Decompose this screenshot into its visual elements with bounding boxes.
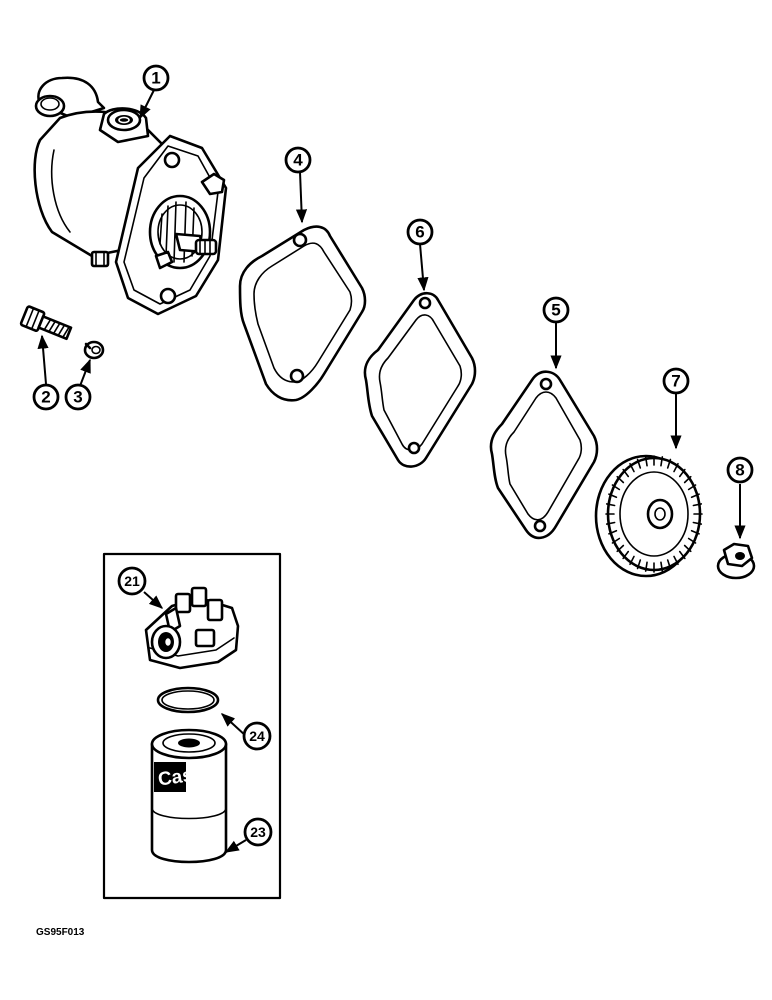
callout-7: 7 (662, 367, 690, 395)
gear-tooth (683, 475, 692, 484)
gear-tooth (611, 537, 621, 544)
gear-tooth (616, 475, 625, 484)
gear-tooth (629, 462, 635, 473)
gear-tooth (683, 544, 692, 553)
gear-tooth (666, 458, 672, 469)
gear-tooth (673, 462, 679, 473)
svg-text:1: 1 (151, 69, 160, 88)
gasket-large (238, 225, 367, 402)
callout-2: 2 (32, 383, 60, 411)
drive-gear (594, 454, 703, 578)
callout-5: 5 (542, 296, 570, 324)
hydraulic-pump (33, 76, 228, 316)
gear-tooth (622, 468, 630, 478)
gear-tooth (687, 537, 697, 544)
svg-text:6: 6 (415, 223, 424, 242)
gear-tooth (608, 493, 618, 499)
callout-6: 6 (406, 218, 434, 246)
svg-text:4: 4 (293, 151, 303, 170)
gear-tooth (616, 544, 625, 553)
gear-tooth (622, 550, 630, 560)
gear-tooth (692, 521, 703, 525)
gear-tooth (678, 468, 686, 478)
filter-inset: Case (102, 552, 282, 900)
gear-tooth (660, 561, 664, 572)
gear-tooth (666, 559, 672, 570)
gear-tooth (690, 493, 700, 499)
gear-tooth (660, 456, 664, 467)
gear-tooth (611, 484, 621, 491)
svg-text:7: 7 (671, 372, 680, 391)
gear-tooth (608, 529, 618, 535)
callout-21: 21 (117, 566, 147, 596)
gear-tooth (644, 456, 648, 467)
gear-tooth (692, 503, 703, 507)
leader-lines (37, 89, 746, 853)
svg-text:23: 23 (250, 824, 266, 840)
callout-23: 23 (243, 817, 273, 847)
gear-tooth (644, 561, 648, 572)
svg-text:24: 24 (249, 728, 265, 744)
callout-4: 4 (284, 146, 312, 174)
figure-code: GS95F013 (36, 927, 85, 938)
gasket-small (489, 370, 599, 540)
svg-text:5: 5 (551, 301, 560, 320)
gear-tooth (673, 555, 679, 566)
svg-text:2: 2 (41, 388, 50, 407)
callout-3: 3 (64, 383, 92, 411)
gear-tooth (605, 503, 616, 507)
filter-head (144, 586, 240, 670)
svg-text:3: 3 (73, 388, 82, 407)
flange-nut (716, 542, 756, 580)
callout-1: 1 (142, 64, 170, 92)
bolt (19, 305, 73, 341)
gear-tooth (687, 484, 697, 491)
gear-tooth (678, 550, 686, 560)
gear-tooth (629, 555, 635, 566)
svg-text:8: 8 (735, 461, 744, 480)
callout-8: 8 (726, 456, 754, 484)
gear-tooth (690, 529, 700, 535)
svg-text:21: 21 (124, 573, 140, 589)
gear-tooth (605, 521, 616, 525)
filter-element: Case (150, 728, 228, 864)
gear-tooth (636, 559, 642, 570)
o-ring (156, 686, 220, 714)
lock-washer (83, 340, 105, 360)
callout-24: 24 (242, 721, 272, 751)
gear-tooth (636, 458, 642, 469)
gasket-middle (363, 291, 477, 468)
